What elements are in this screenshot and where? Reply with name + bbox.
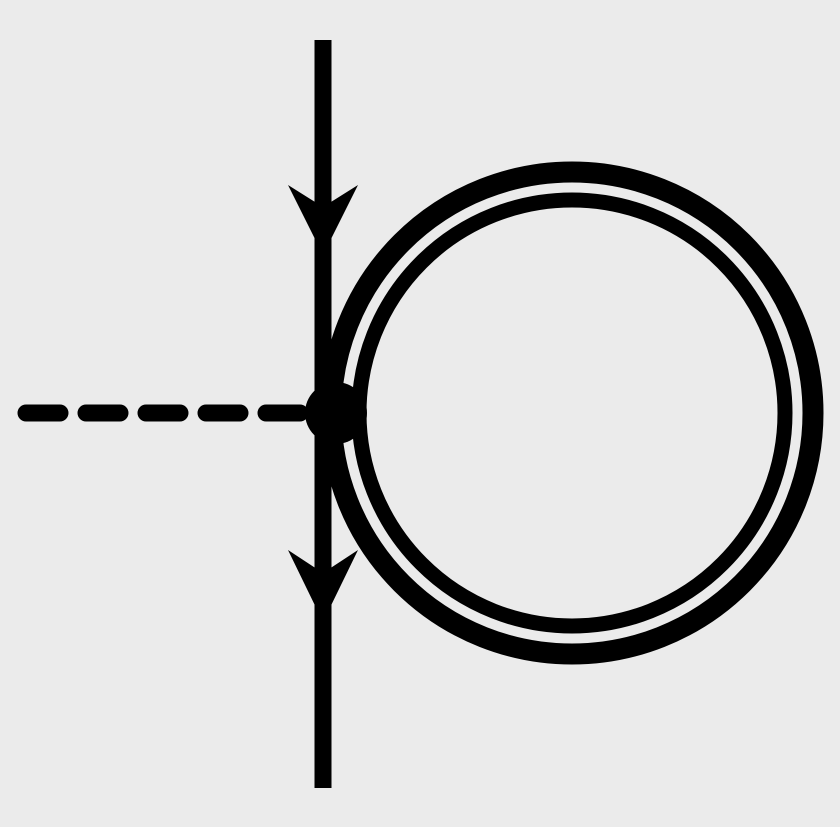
fermion-arrow-upper-icon (288, 185, 358, 255)
fermion-arrow-lower-icon (288, 550, 358, 622)
interaction-vertex-dot (305, 382, 367, 444)
double-line-loop-inner-ring (351, 192, 793, 634)
double-line-loop-outer-ring (320, 161, 824, 665)
